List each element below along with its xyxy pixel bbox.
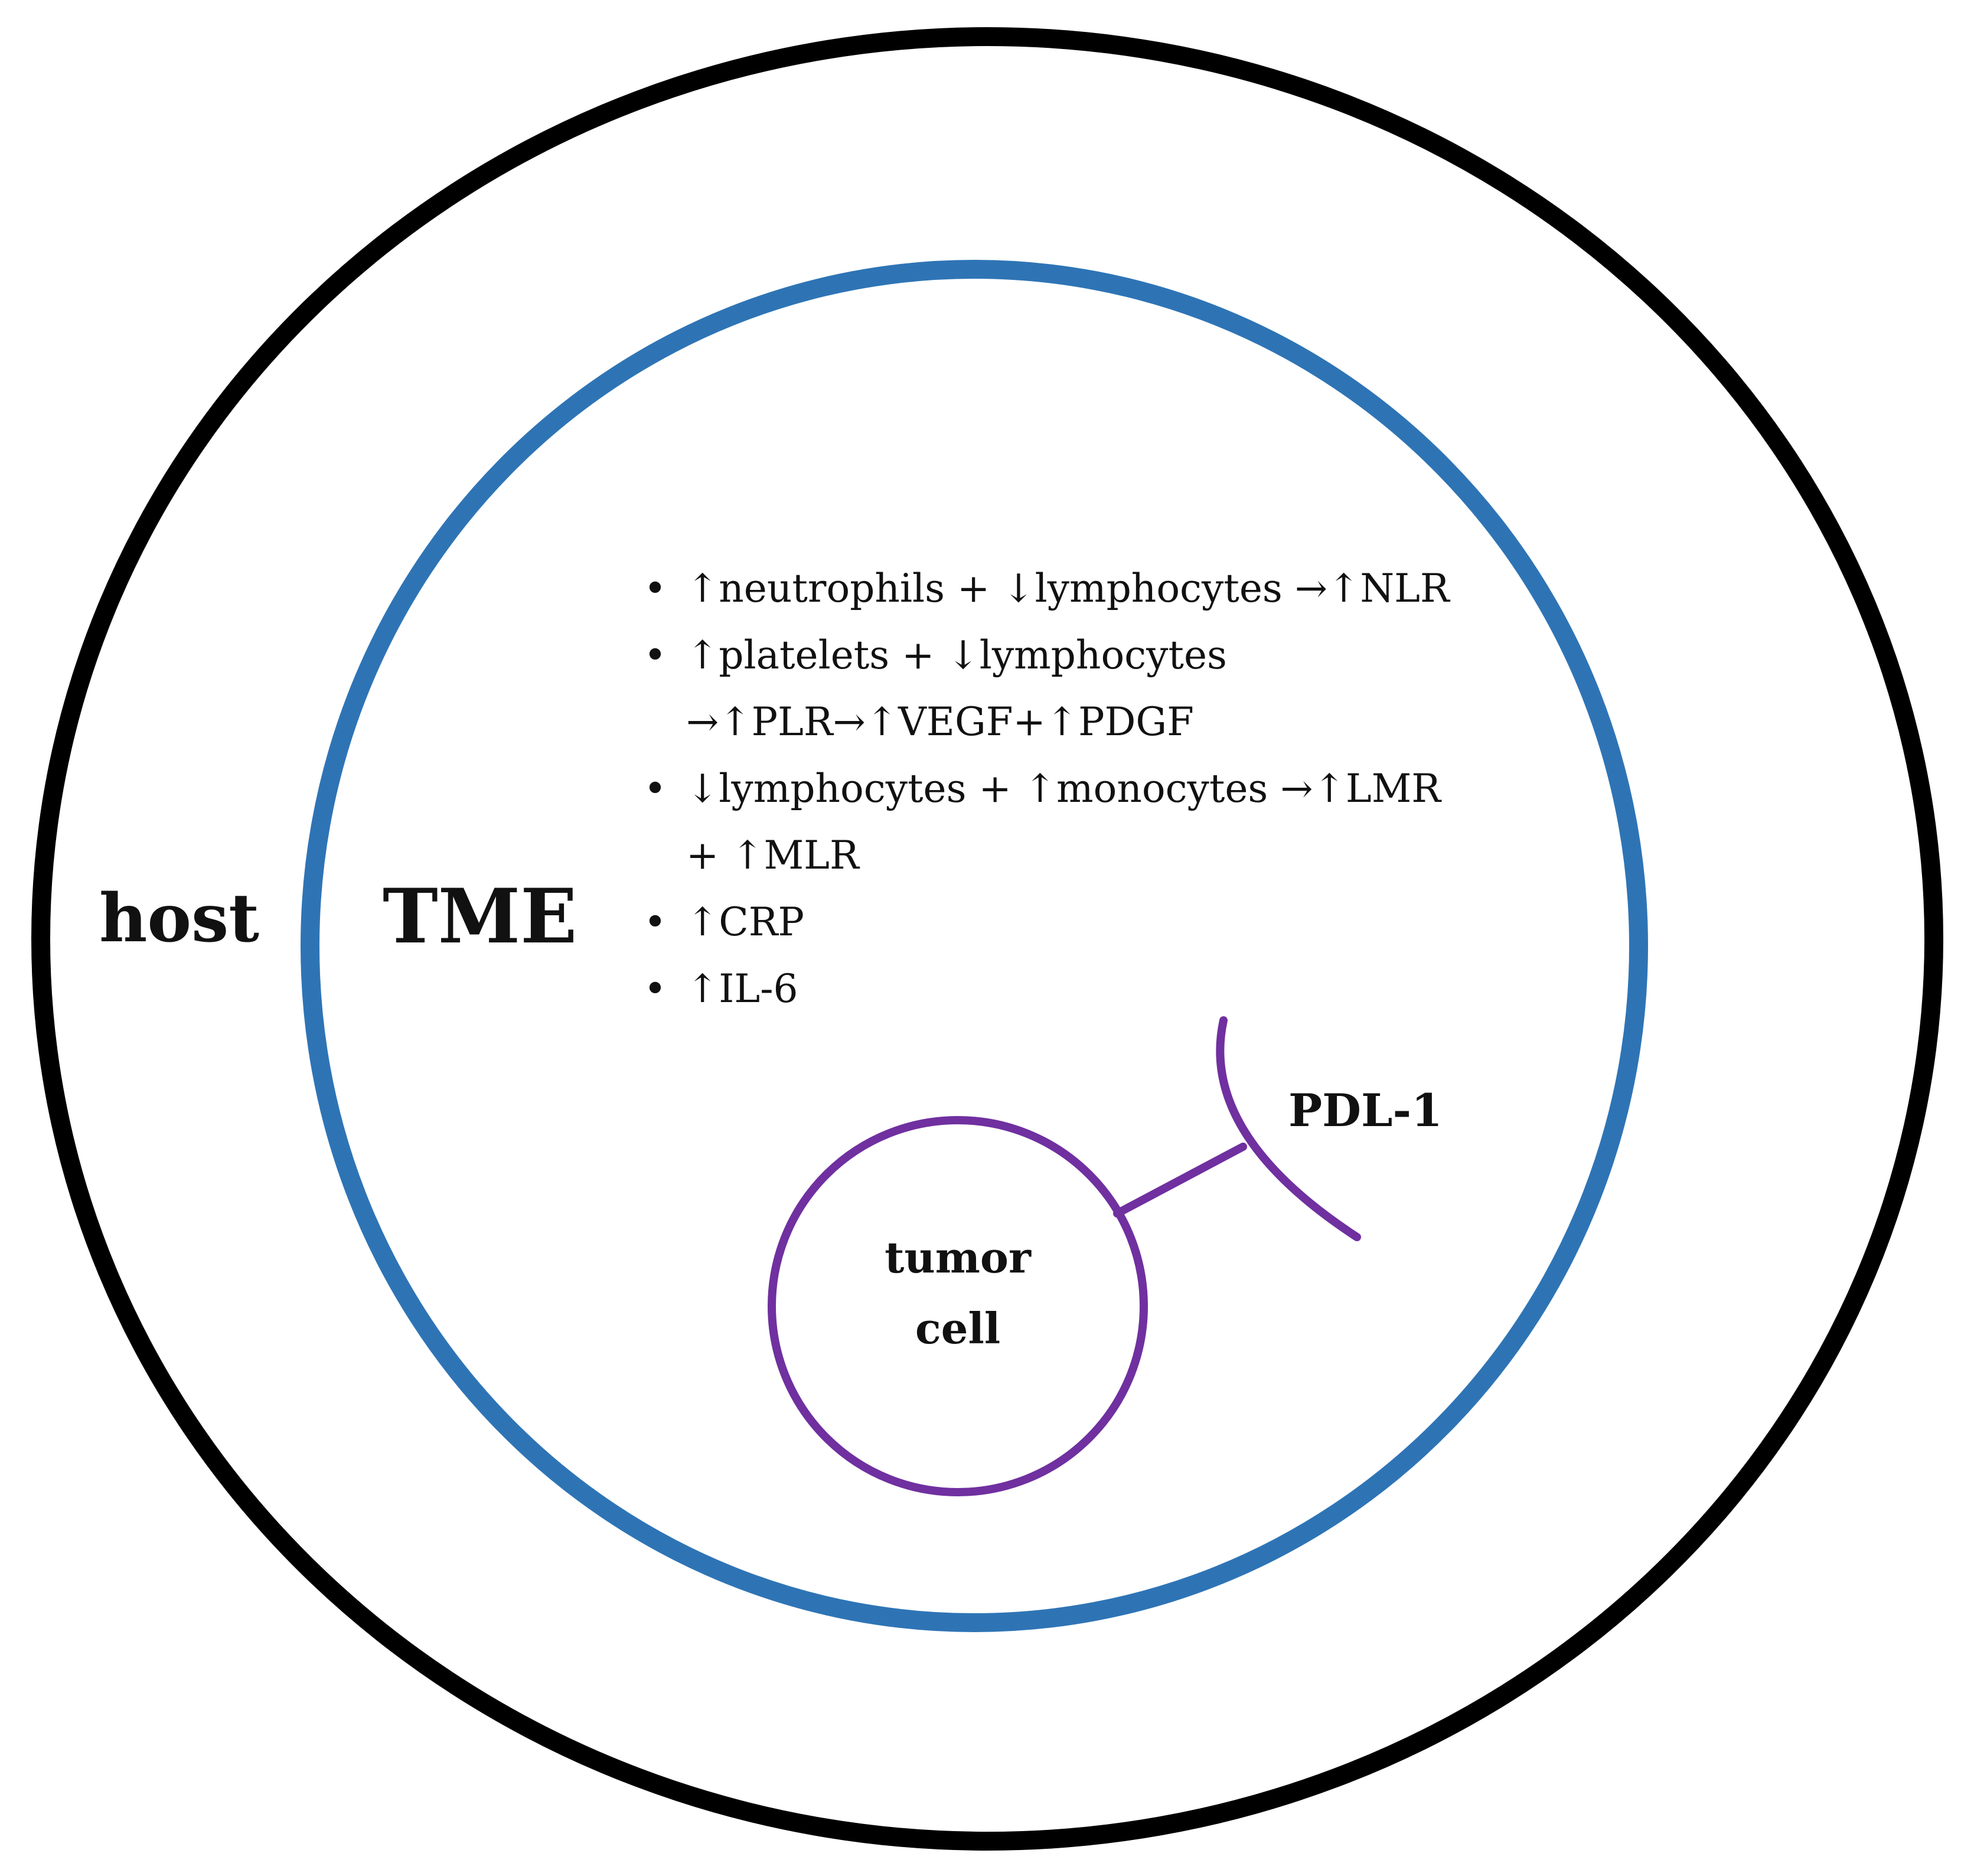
- inflammatory-marker-list: • ↑neutrophils + ↓lymphocytes →↑NLR • ↑p…: [644, 555, 1450, 1022]
- pdl1-stem: [1113, 1143, 1247, 1218]
- marker-line-continued: →↑PLR→↑VEGF+↑PDGF: [686, 699, 1194, 745]
- list-item: • ↑IL-6: [644, 955, 1450, 1022]
- tme-ring: [301, 260, 1648, 1632]
- list-item: • ↑CRP: [644, 889, 1450, 955]
- pdl1-receptor-arc: [1216, 1016, 1361, 1241]
- tme-label: TME: [383, 873, 577, 960]
- tumor-cell-circle: [768, 1116, 1148, 1496]
- marker-line: ↑platelets + ↓lymphocytes: [686, 632, 1227, 678]
- list-item: • ↑neutrophils + ↓lymphocytes →↑NLR: [644, 555, 1450, 622]
- host-ring: [31, 27, 1943, 1851]
- list-item: • ↑platelets + ↓lymphocytes →↑PLR→↑VEGF+…: [644, 622, 1450, 755]
- tumor-label-line2: cell: [915, 1303, 1001, 1353]
- bullet-icon: •: [644, 632, 667, 678]
- marker-line: ↑CRP: [686, 899, 804, 945]
- bullet-icon: •: [644, 566, 667, 611]
- marker-line: ↑IL-6: [686, 966, 798, 1012]
- bullet-icon: •: [644, 899, 667, 945]
- list-item: • ↓lymphocytes + ↑monocytes →↑LMR + ↑MLR: [644, 755, 1450, 889]
- marker-line-continued: + ↑MLR: [686, 833, 859, 878]
- tumor-label-line1: tumor: [885, 1232, 1031, 1283]
- bullet-icon: •: [644, 966, 667, 1012]
- host-label: host: [99, 880, 259, 957]
- bullet-icon: •: [644, 766, 667, 811]
- tumor-cell-label: tumor cell: [846, 1222, 1070, 1364]
- marker-line: ↓lymphocytes + ↑monocytes →↑LMR: [686, 766, 1441, 811]
- marker-line: ↑neutrophils + ↓lymphocytes →↑NLR: [686, 566, 1450, 611]
- pdl1-label: PDL-1: [1288, 1084, 1443, 1137]
